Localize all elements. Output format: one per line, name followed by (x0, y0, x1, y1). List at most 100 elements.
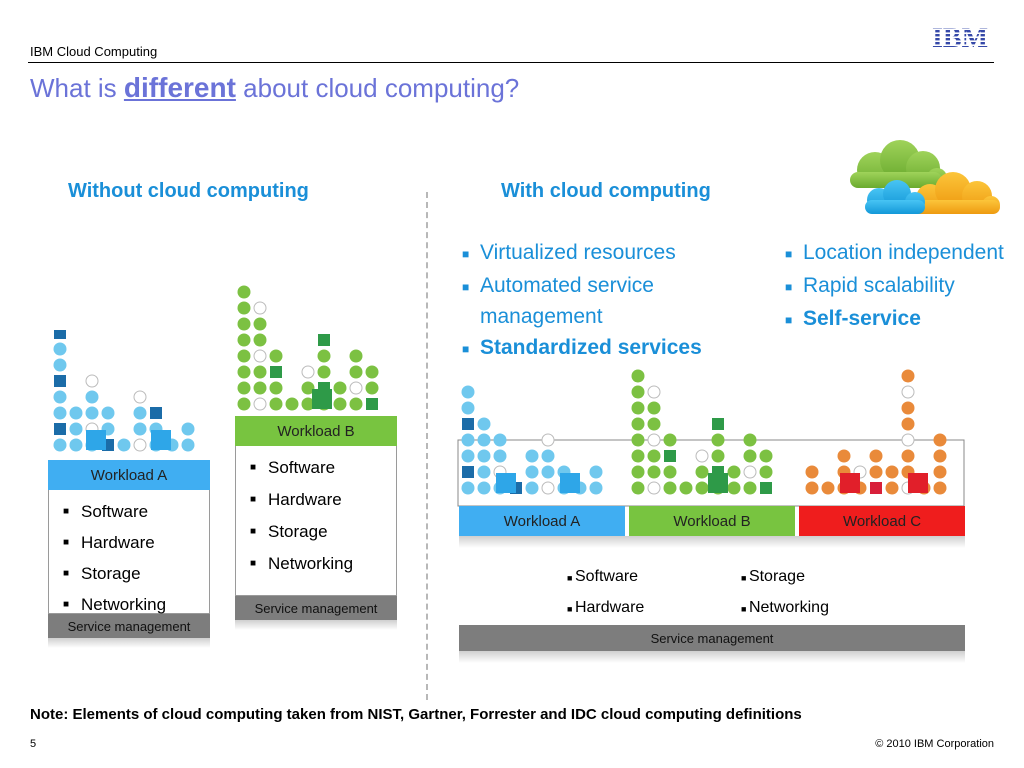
resource-dot (901, 449, 915, 463)
resource-square (870, 482, 882, 494)
resource-dot (133, 438, 147, 452)
resource-dot (679, 481, 693, 495)
resource-dot (269, 397, 283, 411)
resource-dot (461, 385, 475, 399)
cloud-characteristics-col1: ■Virtualized resources ■Automated servic… (462, 237, 762, 365)
resource-dot (805, 481, 819, 495)
resource-dot (647, 401, 661, 415)
resource-dot (237, 301, 251, 315)
resource-dot (85, 374, 99, 388)
list-item: ■Standardized services (462, 336, 702, 359)
resource-dot (253, 349, 267, 363)
resource-dot (647, 449, 661, 463)
resource-dot (695, 481, 709, 495)
resource-dot (759, 449, 773, 463)
resource-dot (237, 381, 251, 395)
resource-dot (933, 449, 947, 463)
resource-dot (493, 433, 507, 447)
list-item: ■Networking (250, 554, 354, 573)
blue-cloud (865, 180, 925, 214)
resource-square (86, 430, 106, 450)
resource-dot (647, 433, 661, 447)
list-item: ■ Storage (741, 568, 805, 585)
resource-dot (53, 438, 67, 452)
resource-dot (743, 449, 757, 463)
resource-square (462, 466, 474, 478)
workload-a-items: ■Software ■Hardware ■Storage ■Networking (48, 490, 210, 614)
list-item: ■ Networking (741, 599, 829, 616)
service-reflection (459, 651, 965, 663)
workload-b-panel: Workload B ■Software ■Hardware ■Storage … (235, 416, 397, 630)
workload-a-reflection (48, 638, 210, 648)
resource-dot (631, 385, 645, 399)
list-item: ■Storage (63, 564, 141, 583)
resource-dot (301, 365, 315, 379)
resource-dot (933, 433, 947, 447)
resource-dot (647, 385, 661, 399)
resource-dot (253, 317, 267, 331)
header-divider (28, 62, 994, 63)
resource-dot (349, 397, 363, 411)
resource-dot (901, 401, 915, 415)
resource-dot (541, 481, 555, 495)
resource-dot (237, 349, 251, 363)
resource-dot (253, 333, 267, 347)
resource-dot (901, 369, 915, 383)
workload-a-service-management: Service management (48, 614, 210, 638)
resource-dot (711, 433, 725, 447)
title-suffix: about cloud computing? (243, 73, 520, 103)
workload-a-resource-stack (53, 330, 195, 452)
resource-dot (53, 406, 67, 420)
resource-dot (631, 433, 645, 447)
resource-square (150, 407, 162, 419)
title-emphasis: different (123, 72, 236, 103)
resource-dot (477, 433, 491, 447)
footnote: Note: Elements of cloud computing taken … (30, 706, 802, 723)
resource-square (366, 398, 378, 410)
resource-dot (589, 481, 603, 495)
list-item: ■ Software (567, 568, 639, 585)
resource-dot (541, 465, 555, 479)
resource-dot (695, 465, 709, 479)
workload-a-label: Workload A (459, 506, 625, 536)
section-divider (426, 192, 428, 700)
resource-dot (69, 406, 83, 420)
resource-dot (743, 433, 757, 447)
resource-dot (541, 449, 555, 463)
workload-b-items: ■Software ■Hardware ■Storage ■Networking (235, 446, 397, 596)
resource-dot (365, 365, 379, 379)
resource-dot (101, 406, 115, 420)
resource-square (54, 423, 66, 435)
workload-b-reflection (235, 620, 397, 630)
resource-dot (727, 481, 741, 495)
workload-b-label: Workload B (235, 416, 397, 446)
resource-dot (349, 365, 363, 379)
resource-dot (317, 365, 331, 379)
resource-dot (631, 401, 645, 415)
copyright: © 2010 IBM Corporation (875, 738, 994, 750)
resource-square (462, 418, 474, 430)
resource-square (318, 334, 330, 346)
resource-square (760, 482, 772, 494)
resource-dot (133, 390, 147, 404)
resource-dot (869, 465, 883, 479)
resource-dot (525, 449, 539, 463)
resource-dot (69, 438, 83, 452)
ibm-logo-text: IBM (932, 23, 988, 52)
resource-dot (237, 285, 251, 299)
resource-dot (631, 481, 645, 495)
shared-items-col2: ■ Storage ■ Networking (741, 562, 829, 624)
resource-dot (541, 433, 555, 447)
resource-dot (237, 397, 251, 411)
resource-dot (821, 481, 835, 495)
resource-dot (333, 397, 347, 411)
resource-dot (317, 349, 331, 363)
resource-dot (933, 481, 947, 495)
resource-square (496, 473, 516, 493)
page-number: 5 (30, 738, 37, 750)
resource-dot (805, 465, 819, 479)
resource-dot (837, 449, 851, 463)
resource-dot (69, 422, 83, 436)
resource-dot (253, 365, 267, 379)
resource-dot (85, 390, 99, 404)
